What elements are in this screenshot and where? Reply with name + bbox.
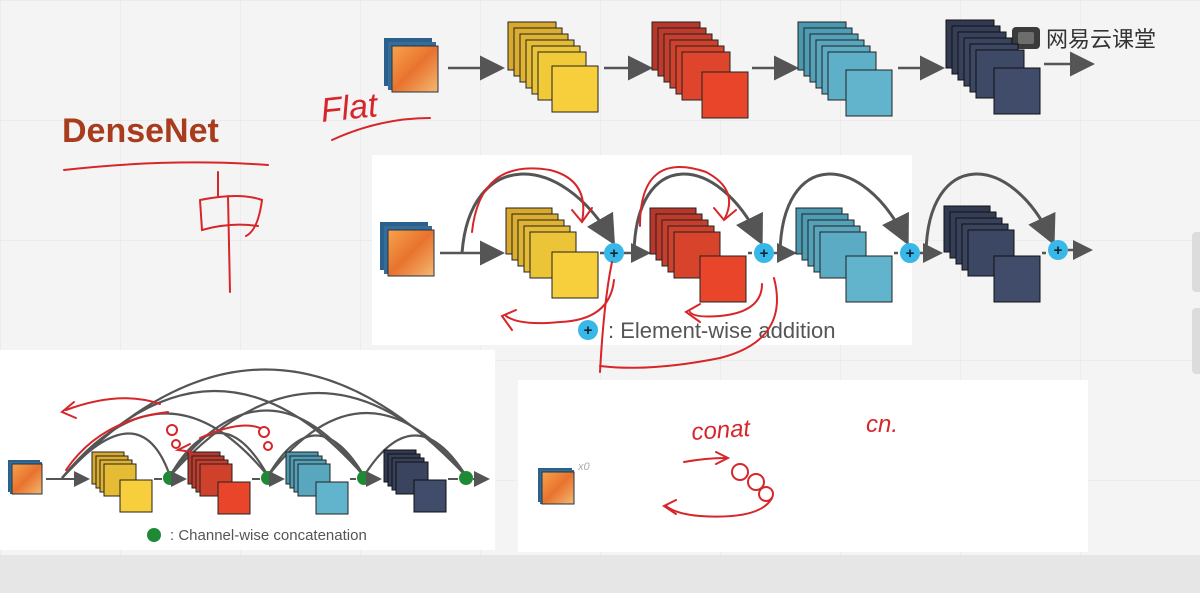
plus-legend-icon [578,320,598,340]
watermark-text: 网易云课堂 [1046,27,1157,52]
watermark: 网易云课堂 [1012,22,1156,54]
block-row2-yellow [505,207,599,299]
side-tab-2[interactable] [1192,308,1200,374]
block-row3-blue [285,451,349,515]
block-row3-red [187,451,251,515]
concat-node-3 [357,471,371,485]
block-row1-blue [797,21,893,117]
skip-connection-4 [924,172,1056,254]
x0-label: x0 [577,461,591,473]
concat-node-1 [163,471,177,485]
svg-text:+: + [760,245,769,262]
bottom-bar [0,555,1200,593]
title-underline [63,161,269,171]
concat-node-4 [459,471,473,485]
block-row1-red [651,21,749,119]
block-row3-navy [383,449,447,513]
handwritten-annotations [60,117,778,518]
svg-text:+: + [1054,242,1063,259]
input-image-row1 [384,38,439,93]
handwritten-flat: Flat [319,86,381,130]
svg-text:+: + [610,245,619,262]
svg-text:+: + [906,245,915,262]
block-row1-navy [945,19,1041,115]
plain-network-row [384,19,1095,119]
handwritten-texts: Flat conat cn. [319,86,898,446]
legend-addition: + : Element-wise addition [578,318,835,343]
densenet-row: : Channel-wise concatenation [8,368,490,544]
svg-text:+: + [584,322,593,339]
block-row2-red [649,207,747,303]
skip-connection-2 [632,172,763,254]
plus-node-3 [900,243,920,263]
input-image-row3 [8,460,43,495]
concat-node-2 [261,471,275,485]
block-row3-yellow [91,451,153,513]
concat-legend-icon [147,528,161,542]
resnet-row: + + [380,172,1093,343]
legend-concat-text: : Channel-wise concatenation [170,527,367,544]
dense-connections [61,368,467,479]
plus-node-4 [1048,240,1068,260]
notes-panel [518,380,1088,552]
block-row2-navy [943,205,1041,303]
plus-node-2 [754,243,774,263]
block-row2-blue [795,207,893,303]
legend-concat: : Channel-wise concatenation [147,527,367,544]
classroom-logo-icon [1012,27,1040,49]
skip-connection-3 [778,172,909,254]
handwritten-glyph [199,171,264,293]
block-row1-yellow [507,21,599,113]
input-image-row2 [380,222,435,277]
legend-addition-text: : Element-wise addition [608,318,835,343]
flat-underline [331,117,431,141]
x0-image: x0 [538,461,591,505]
handwritten-cn: cn. [866,411,898,438]
handwritten-conat: conat [691,415,753,446]
slide-title: DenseNet [62,112,219,150]
side-tab-1[interactable] [1192,232,1200,292]
plus-node-1 [604,243,624,263]
